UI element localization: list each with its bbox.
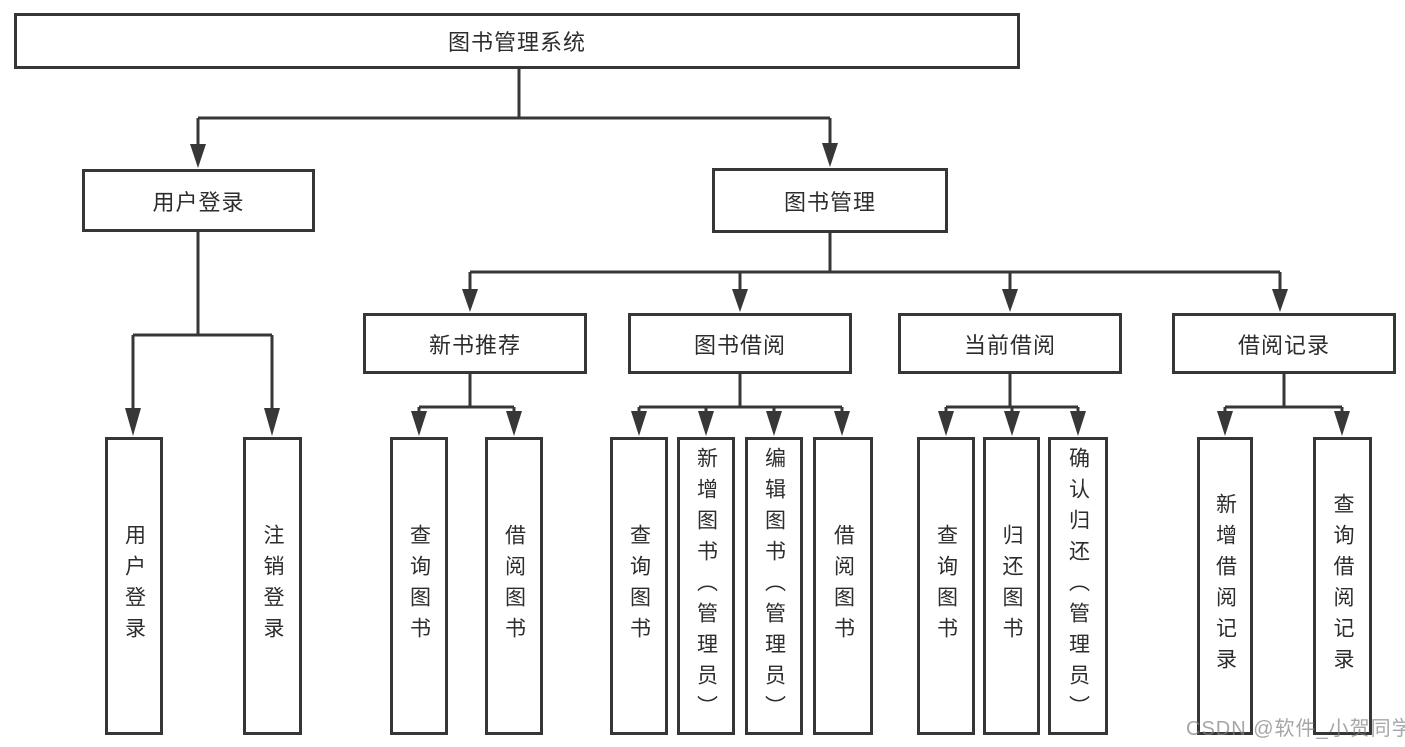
node-user-login: 用户登录 bbox=[82, 169, 315, 232]
leaf-user-login: 用户登录 bbox=[105, 437, 163, 735]
connector-current-borrow-to-leaves bbox=[938, 374, 1086, 436]
leaf-query-borrow-record: 查询借阅记录 bbox=[1313, 437, 1372, 735]
connector-book-mgmt-to-level3 bbox=[462, 233, 1288, 312]
leaf-label: 借阅图书 bbox=[831, 524, 855, 648]
node-book-borrow: 图书借阅 bbox=[628, 313, 852, 374]
node-new-book-recommend: 新书推荐 bbox=[363, 313, 587, 374]
connector-new-book-to-leaves bbox=[411, 374, 522, 436]
leaf-label: 查询借阅记录 bbox=[1331, 493, 1354, 679]
leaf-label: 注销登录 bbox=[261, 524, 284, 648]
leaf-label: 归还图书 bbox=[1000, 524, 1023, 648]
connector-book-borrow-to-leaves bbox=[631, 374, 850, 436]
node-borrow-record: 借阅记录 bbox=[1172, 313, 1396, 374]
leaf-label: 用户登录 bbox=[122, 524, 146, 648]
leaf-label: 借阅图书 bbox=[502, 524, 526, 648]
node-current-borrow: 当前借阅 bbox=[898, 313, 1122, 374]
node-root-library-system: 图书管理系统 bbox=[14, 13, 1020, 69]
leaf-add-borrow-record: 新增借阅记录 bbox=[1197, 437, 1253, 735]
connector-borrow-record-to-leaves bbox=[1217, 374, 1350, 436]
leaf-label: 新增借阅记录 bbox=[1213, 493, 1237, 679]
node-book-management: 图书管理 bbox=[712, 168, 948, 233]
csdn-watermark: CSDN @软件_小贺同学 bbox=[1186, 718, 1405, 740]
leaf-label: 确认归还（管理员） bbox=[1066, 446, 1090, 726]
leaf-label: 查询图书 bbox=[407, 524, 431, 648]
connector-user-login-to-leaves bbox=[125, 232, 280, 436]
leaf-query-book-recommend: 查询图书 bbox=[390, 437, 448, 735]
leaf-return-book: 归还图书 bbox=[983, 437, 1040, 735]
leaf-confirm-return-admin: 确认归还（管理员） bbox=[1048, 437, 1108, 735]
leaf-add-book-admin: 新增图书（管理员） bbox=[677, 437, 735, 735]
leaf-query-book-borrow: 查询图书 bbox=[610, 437, 668, 735]
leaf-borrow-book: 借阅图书 bbox=[813, 437, 873, 735]
leaf-label: 查询图书 bbox=[934, 524, 958, 648]
leaf-label: 查询图书 bbox=[627, 524, 651, 648]
leaf-query-book-current: 查询图书 bbox=[917, 437, 975, 735]
connector-root-to-level2 bbox=[190, 69, 838, 168]
leaf-borrow-book-recommend: 借阅图书 bbox=[485, 437, 543, 735]
leaf-label: 新增图书（管理员） bbox=[694, 446, 718, 726]
leaf-edit-book-admin: 编辑图书（管理员） bbox=[745, 437, 803, 735]
leaf-logout: 注销登录 bbox=[243, 437, 302, 735]
leaf-label: 编辑图书（管理员） bbox=[762, 446, 786, 726]
